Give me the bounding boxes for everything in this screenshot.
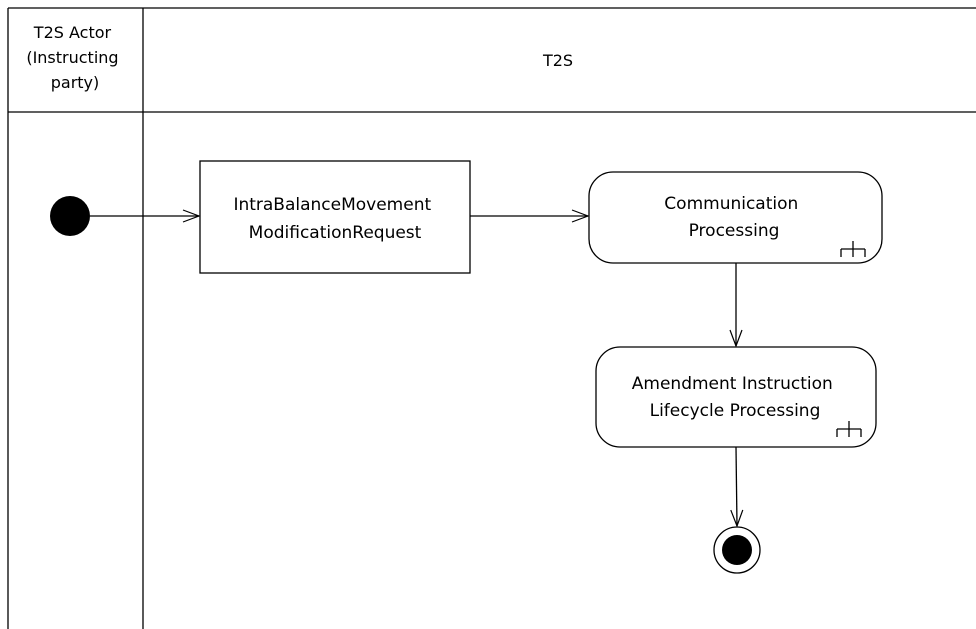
final-node-inner-dot xyxy=(722,535,752,565)
activity-node-amendment-lifecycle-processing-label: Amendment Instruction Lifecycle Processi… xyxy=(632,374,838,421)
activity-node-communication-processing[interactable] xyxy=(588,171,883,264)
initial-node[interactable] xyxy=(50,196,90,236)
lane-title-actor-line-1: T2S Actor xyxy=(33,23,112,42)
rake-icon xyxy=(836,421,862,437)
activity-node-amendment-lifecycle-processing[interactable] xyxy=(595,346,877,448)
swimlane-frame xyxy=(7,7,976,629)
request-label-line-2: ModificationRequest xyxy=(249,223,422,243)
lane-title-actor-line-3: party) xyxy=(51,73,100,92)
edge-amendment-to-final xyxy=(736,446,737,526)
final-node[interactable] xyxy=(713,526,761,574)
action-node-modification-request-label: IntraBalanceMovement ModificationRequest xyxy=(233,195,436,243)
amendment-label-line-1: Amendment Instruction xyxy=(632,374,833,394)
lane-title-t2s-line-1: T2S xyxy=(542,51,573,70)
request-label-line-1: IntraBalanceMovement xyxy=(233,195,431,215)
lane-title-actor: T2S Actor (Instructing party) xyxy=(26,23,123,92)
action-node-modification-request[interactable] xyxy=(199,160,471,274)
activity-node-communication-processing-label: Communication Processing xyxy=(664,194,803,241)
communication-label-line-1: Communication xyxy=(664,194,798,214)
amendment-label-line-2: Lifecycle Processing xyxy=(650,401,821,421)
lane-title-actor-line-2: (Instructing xyxy=(26,48,118,67)
rake-icon xyxy=(840,241,866,257)
lane-title-t2s: T2S xyxy=(542,51,573,70)
communication-label-line-2: Processing xyxy=(689,221,780,241)
